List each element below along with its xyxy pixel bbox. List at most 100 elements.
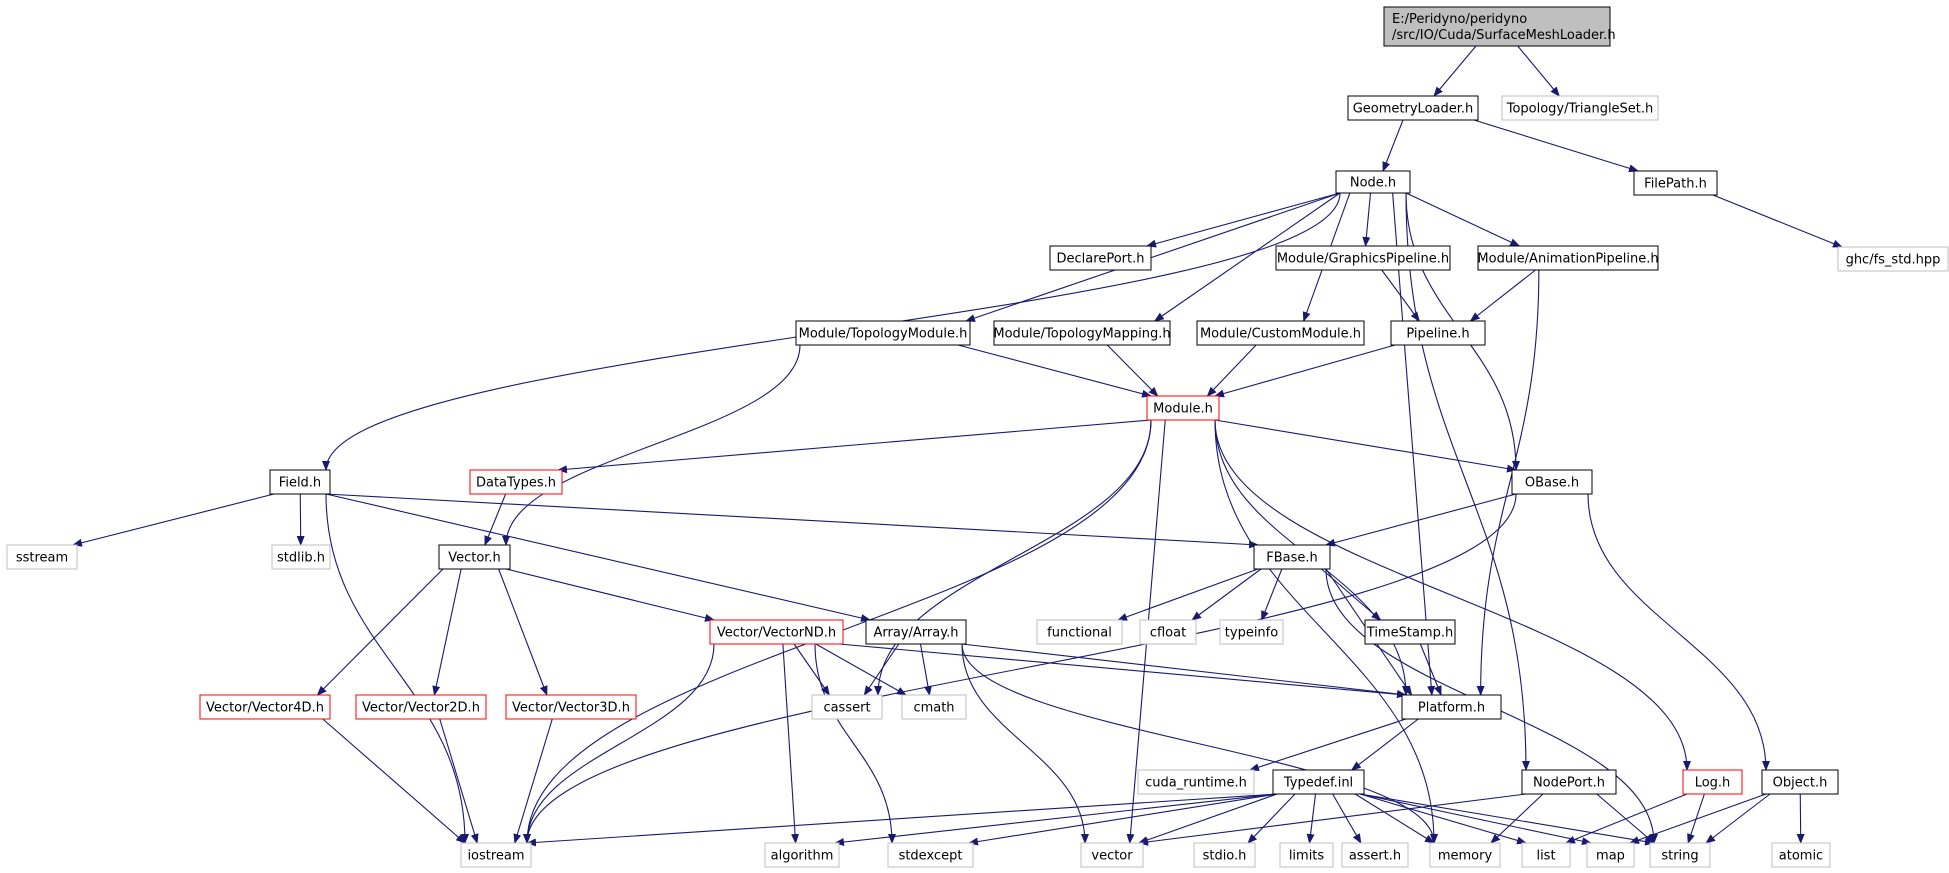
node-fbase[interactable]: FBase.h <box>1253 544 1331 570</box>
node-iostream: iostream <box>460 842 532 868</box>
edge-topologymodule-to-module <box>957 344 1152 398</box>
node-vector2d-label: Vector/Vector2D.h <box>362 701 480 716</box>
node-fsstd: ghc/fs_std.hpp <box>1837 246 1949 272</box>
node-stdio-box <box>1193 842 1256 868</box>
edge-vector_h-to-vector4d <box>316 568 444 696</box>
node-iostream-label: iostream <box>467 849 524 864</box>
node-algorithm-label: algorithm <box>771 849 834 864</box>
node-datatypes-label: DataTypes.h <box>476 476 556 491</box>
node-array[interactable]: Array/Array.h <box>865 619 967 645</box>
node-vector_h[interactable]: Vector.h <box>438 544 511 570</box>
node-limits-box <box>1279 842 1334 868</box>
node-root-label-line-2: /src/IO/Cuda/SurfaceMeshLoader.h <box>1392 28 1616 43</box>
node-topologymodule-label: Module/TopologyModule.h <box>799 327 968 342</box>
node-vector2d[interactable]: Vector/Vector2D.h <box>355 694 487 720</box>
node-datatypes[interactable]: DataTypes.h <box>469 469 563 495</box>
node-cassert: cassert <box>811 694 883 720</box>
node-topologymapping[interactable]: Module/TopologyMapping.h <box>993 320 1171 346</box>
node-vectornd[interactable]: Vector/VectorND.h <box>709 619 844 645</box>
node-field-label: Field.h <box>279 476 321 491</box>
node-functional-label: functional <box>1047 626 1112 641</box>
node-object-label: Object.h <box>1773 776 1828 791</box>
node-object[interactable]: Object.h <box>1761 769 1839 795</box>
edge-array-to-vector_std <box>961 643 1089 844</box>
node-log[interactable]: Log.h <box>1682 769 1743 795</box>
node-timestamp-label: TimeStamp.h <box>1366 626 1453 641</box>
node-custommodule[interactable]: Module/CustomModule.h <box>1196 320 1365 346</box>
node-vector4d-box <box>199 694 331 720</box>
node-pipeline-label: Pipeline.h <box>1406 327 1469 342</box>
node-array-label: Array/Array.h <box>874 626 959 641</box>
node-filepath[interactable]: FilePath.h <box>1633 170 1718 196</box>
node-cfloat-label: cfloat <box>1150 626 1186 641</box>
node-vector_std-box <box>1080 842 1144 868</box>
node-stdlib-label: stdlib.h <box>277 551 325 566</box>
node-timestamp[interactable]: TimeStamp.h <box>1364 619 1456 645</box>
node-nodeport[interactable]: NodePort.h <box>1521 769 1617 795</box>
node-root[interactable]: E:/Peridyno/peridyno/src/IO/Cuda/Surface… <box>1383 6 1616 47</box>
node-field-box <box>269 469 331 495</box>
node-obase[interactable]: OBase.h <box>1511 469 1593 495</box>
node-graphicspipeline[interactable]: Module/GraphicsPipeline.h <box>1275 245 1451 271</box>
node-atomic-label: atomic <box>1779 849 1823 864</box>
node-atomic-box <box>1771 842 1831 868</box>
node-vector4d-label: Vector/Vector4D.h <box>206 701 324 716</box>
node-animationpipeline-label: Module/AnimationPipeline.h <box>1477 252 1658 267</box>
node-custommodule-label: Module/CustomModule.h <box>1200 327 1361 342</box>
node-algorithm-box <box>764 842 840 868</box>
edge-typedef-to-memory <box>1354 793 1435 844</box>
node-vector3d[interactable]: Vector/Vector3D.h <box>505 694 637 720</box>
node-memory: memory <box>1429 842 1501 868</box>
edge-typedef-to-algorithm <box>834 793 1278 846</box>
node-typeinfo-box <box>1219 619 1284 645</box>
node-string-label: string <box>1661 849 1698 864</box>
node-triangleset: Topology/TriangleSet.h <box>1501 95 1659 121</box>
node-animationpipeline[interactable]: Module/AnimationPipeline.h <box>1477 245 1659 271</box>
node-object-box <box>1761 769 1839 795</box>
node-vectornd-box <box>709 619 844 645</box>
node-module[interactable]: Module.h <box>1146 395 1220 421</box>
node-declareport[interactable]: DeclarePort.h <box>1049 245 1152 271</box>
node-pipeline[interactable]: Pipeline.h <box>1390 320 1486 346</box>
node-vectornd-label: Vector/VectorND.h <box>717 626 836 641</box>
edge-node-to-topologymodule <box>965 192 1341 322</box>
node-declareport-box <box>1049 245 1152 271</box>
edge-object-to-map <box>1629 793 1767 844</box>
edge-fbase-to-timestamp <box>1321 568 1382 621</box>
edge-custommodule-to-module <box>1206 344 1257 397</box>
edge-module-to-log <box>1214 419 1691 771</box>
node-vector4d[interactable]: Vector/Vector4D.h <box>199 694 331 720</box>
node-nodeport-label: NodePort.h <box>1533 776 1605 791</box>
node-fsstd-box <box>1837 246 1949 272</box>
edge-graphicspipeline-to-pipeline <box>1381 269 1420 322</box>
node-array-box <box>865 619 967 645</box>
node-custommodule-box <box>1196 320 1365 346</box>
node-node[interactable]: Node.h <box>1335 170 1411 194</box>
node-limits: limits <box>1279 842 1334 868</box>
edge-pipeline-to-module <box>1214 344 1396 398</box>
node-typedef-box <box>1272 769 1365 795</box>
node-typeinfo-label: typeinfo <box>1225 626 1278 641</box>
node-field[interactable]: Field.h <box>269 469 331 495</box>
node-datatypes-box <box>469 469 563 495</box>
edge-log-to-string <box>1687 793 1705 844</box>
node-geometryloader[interactable]: GeometryLoader.h <box>1347 95 1479 121</box>
edge-typedef-to-vector_std <box>1138 793 1278 844</box>
node-platform[interactable]: Platform.h <box>1401 694 1502 720</box>
edge-vector3d-to-iostream <box>513 718 553 844</box>
node-stdlib: stdlib.h <box>271 544 331 570</box>
edge-vectornd-to-stdexcept <box>814 643 896 844</box>
edge-typedef-to-string <box>1359 793 1655 846</box>
node-typedef[interactable]: Typedef.inl <box>1272 769 1365 795</box>
edge-timestamp-to-platform <box>1419 643 1442 696</box>
edge-node-to-declareport <box>1146 192 1341 248</box>
node-geometryloader-box <box>1347 95 1479 121</box>
node-vector_h-box <box>438 544 511 570</box>
node-sstream: sstream <box>6 544 78 570</box>
node-assert-label: assert.h <box>1349 849 1401 864</box>
node-log-label: Log.h <box>1695 776 1731 791</box>
edge-vectornd-to-iostream <box>523 643 715 844</box>
node-topologymodule[interactable]: Module/TopologyModule.h <box>795 320 971 346</box>
edge-module-to-memory <box>1214 419 1438 844</box>
node-stdio-label: stdio.h <box>1203 849 1247 864</box>
